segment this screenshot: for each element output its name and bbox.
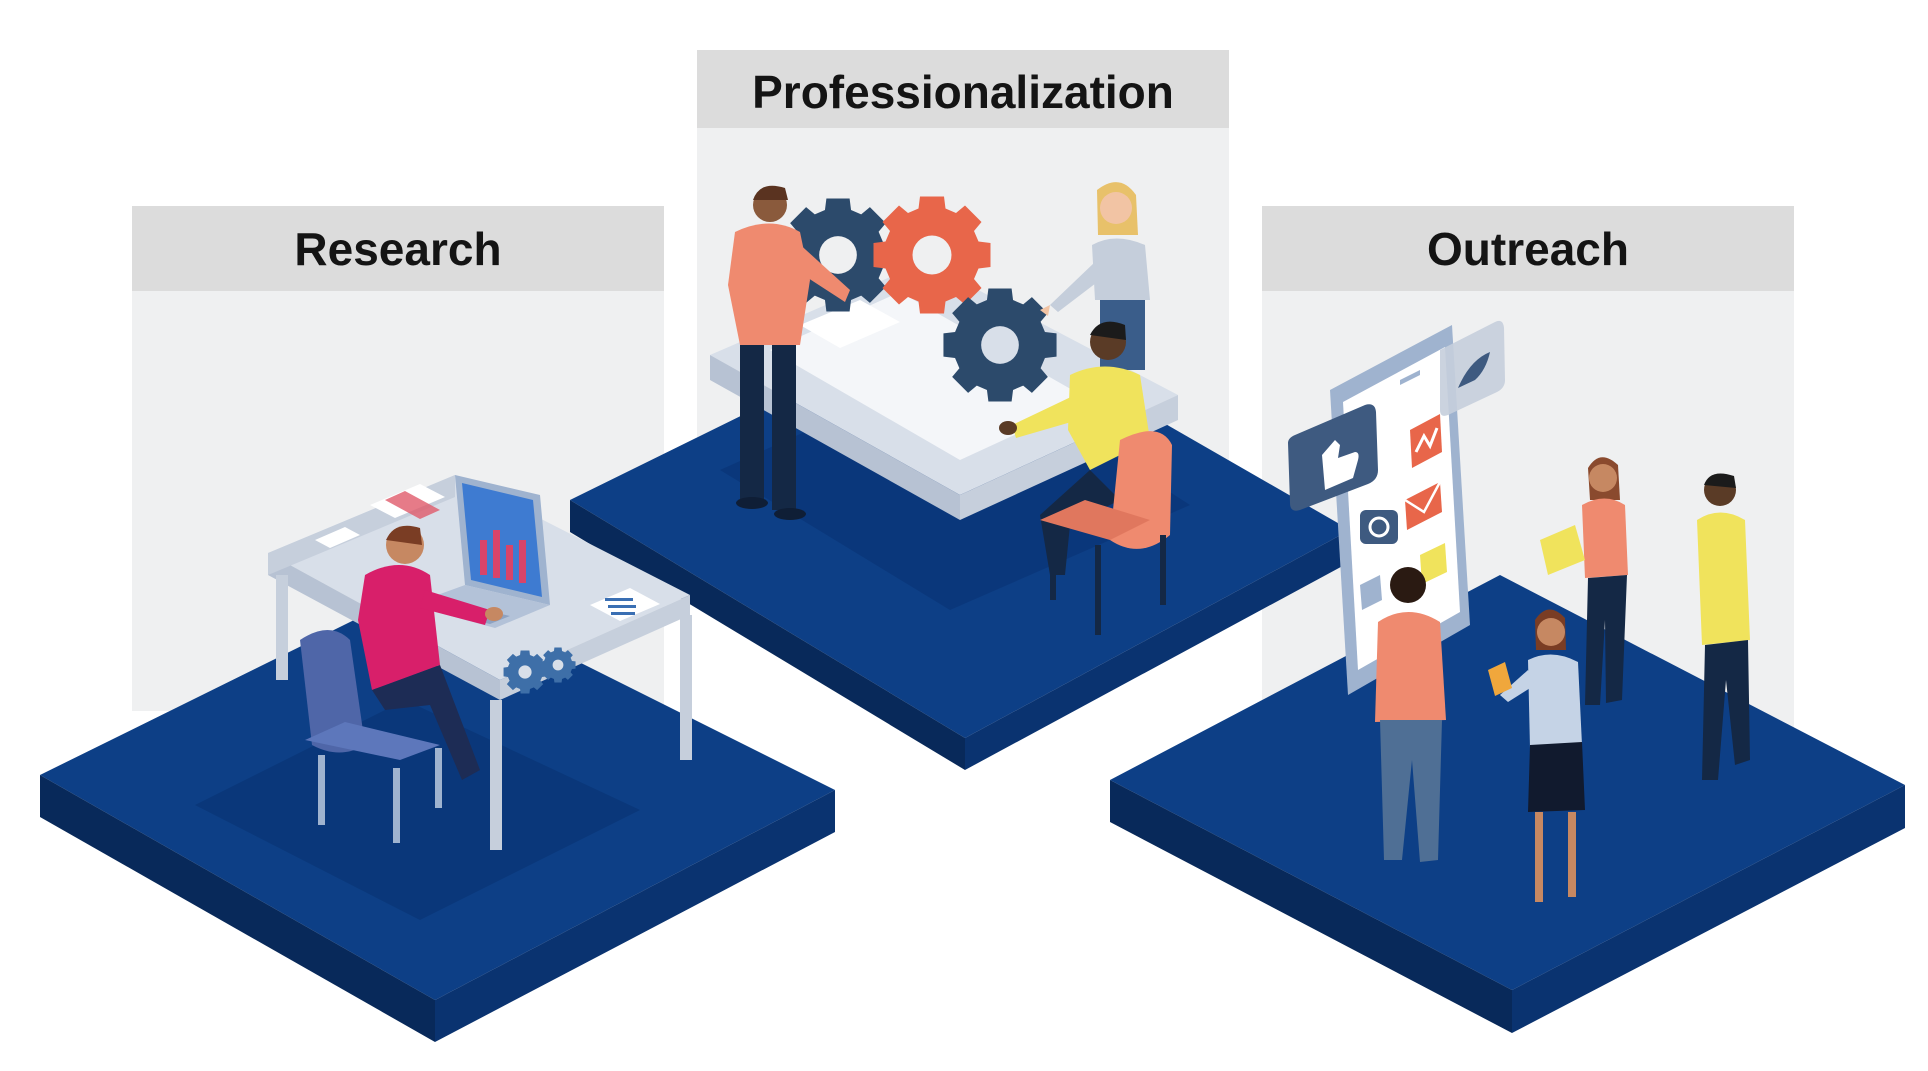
gear-icon: [540, 647, 576, 683]
outreach-platform: [1110, 575, 1905, 1033]
gear-icon: [781, 198, 895, 312]
thumbs-up-icon: [1288, 404, 1378, 511]
laptop-icon: [410, 475, 550, 628]
person-icon: [1375, 567, 1446, 862]
chair: [1040, 431, 1172, 635]
chart-line-icon: [1410, 414, 1442, 468]
outreach-label: Outreach: [1427, 223, 1629, 275]
gear-icon: [503, 650, 547, 694]
envelope-icon: [1404, 481, 1442, 530]
chair: [300, 630, 442, 843]
gear-icon: [943, 288, 1057, 402]
bird-icon: [1440, 320, 1505, 416]
research-label: Research: [294, 223, 501, 275]
person-icon: [1540, 457, 1628, 705]
gear-icon: [873, 196, 991, 314]
person-icon: [728, 185, 850, 520]
person-icon: [1040, 182, 1150, 370]
professionalization-label: Professionalization: [752, 66, 1174, 118]
person-icon: [1488, 609, 1585, 902]
person-icon: [1697, 473, 1750, 780]
person-icon: [358, 525, 503, 780]
